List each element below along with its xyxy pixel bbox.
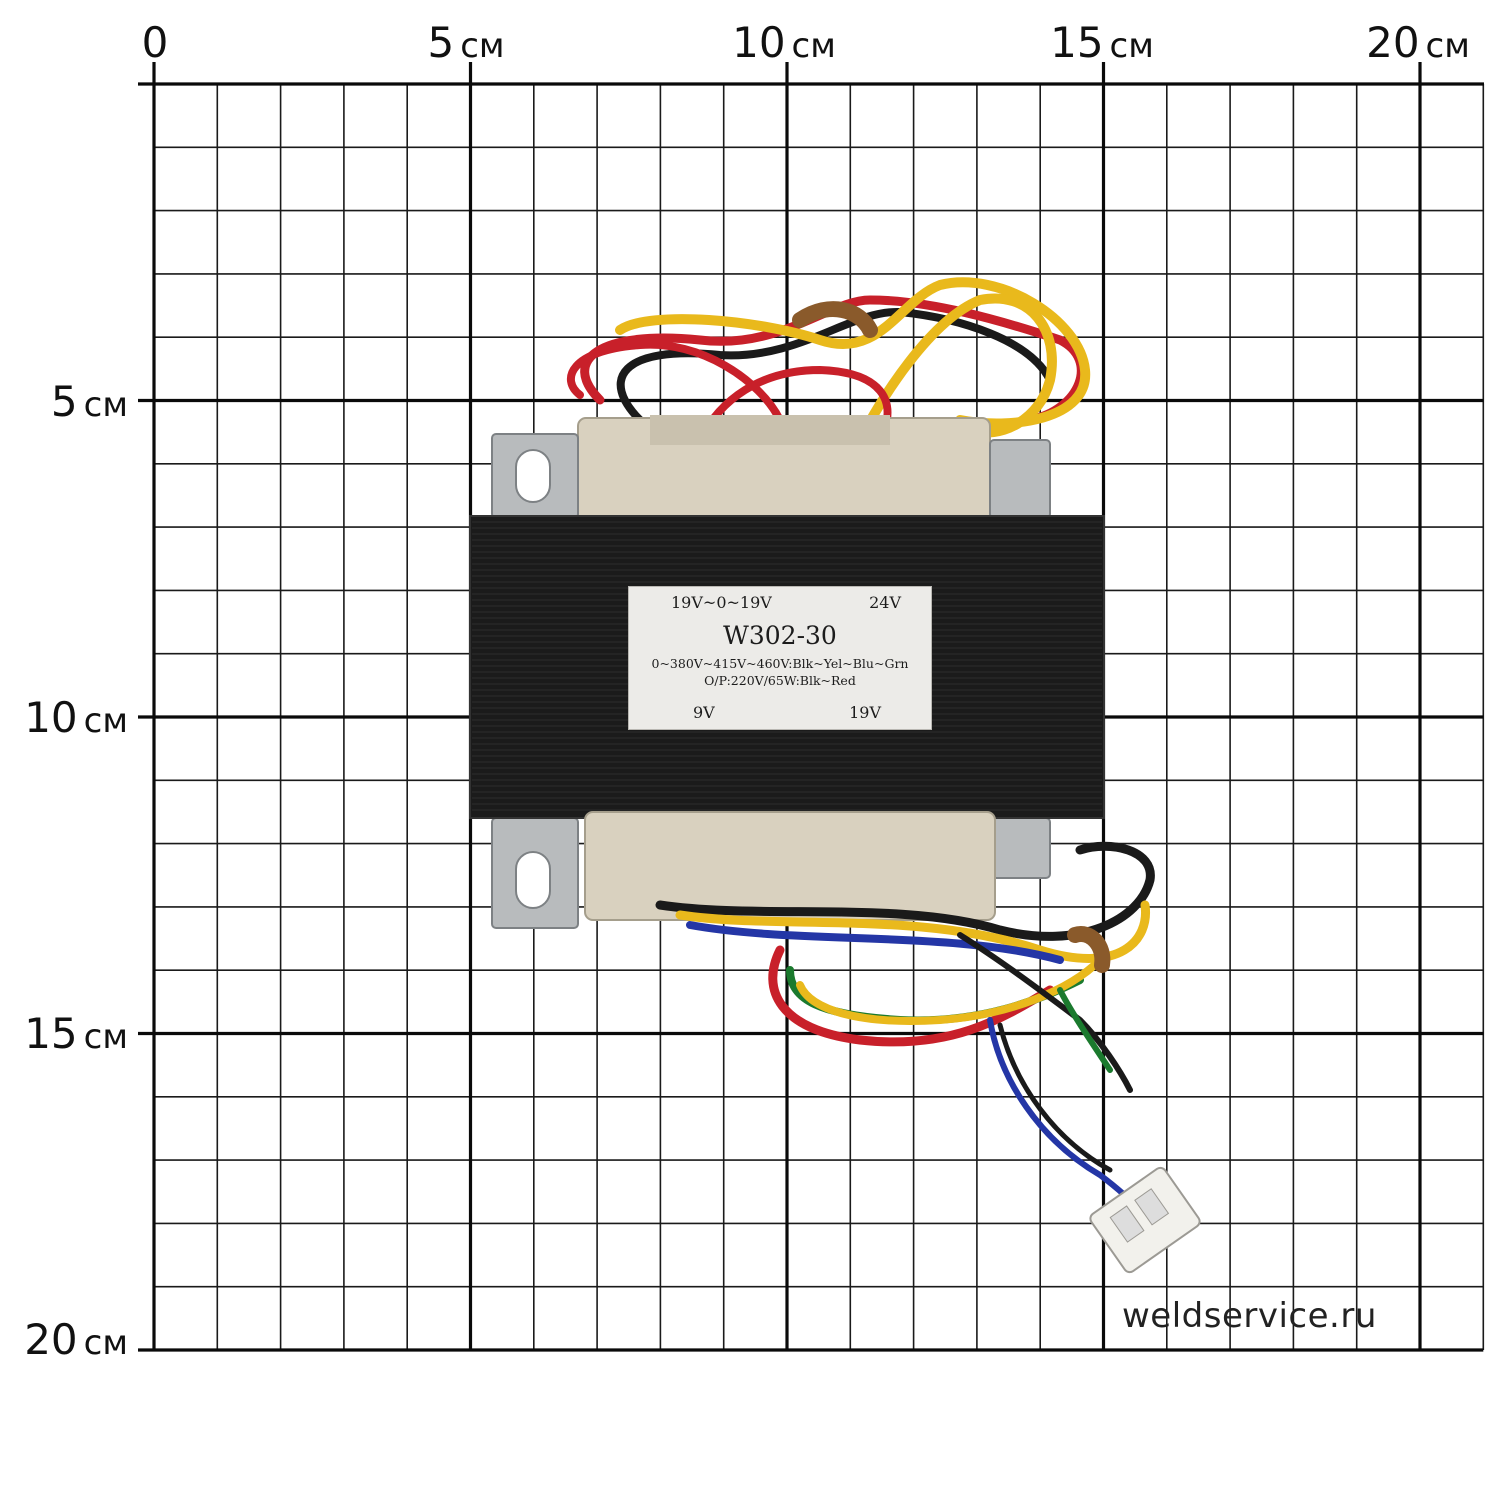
top-wire-bundle xyxy=(567,277,1091,445)
ruler-unit: см xyxy=(460,26,505,66)
ruler-unit: см xyxy=(83,1017,128,1057)
ruler-top-0-value: 0 xyxy=(141,18,169,67)
lower-bobbin xyxy=(584,811,996,921)
ruler-unit: см xyxy=(791,26,836,66)
nameplate-output-line: O/P:220V/65W:Blk~Red xyxy=(704,673,856,688)
ruler-unit: см xyxy=(83,1323,128,1363)
transformer-nameplate: 19V~0~19V 24V W302-30 0~380V~415V~460V:B… xyxy=(628,586,932,730)
ruler-left-5-value: 5 xyxy=(50,377,78,426)
wire-connector xyxy=(1089,1166,1201,1274)
ruler-top-5-value: 5 xyxy=(427,18,455,67)
transformer-core xyxy=(469,515,1105,819)
nameplate-bottom-right: 19V xyxy=(849,703,881,722)
ruler-top-0: 0 xyxy=(142,22,169,64)
ruler-left-20-value: 20 xyxy=(24,1315,78,1364)
transformer xyxy=(469,277,1201,1274)
watermark: weldservice.ru xyxy=(1122,1296,1377,1336)
nameplate-model: W302-30 xyxy=(723,621,837,650)
nameplate-bottom-left: 9V xyxy=(693,703,715,722)
ruler-unit: см xyxy=(83,701,128,741)
ruler-left-10-value: 10 xyxy=(24,693,78,742)
ruler-top-10-value: 10 xyxy=(732,18,786,67)
nameplate-top-left: 19V~0~19V xyxy=(671,593,772,612)
ruler-top-20-value: 20 xyxy=(1366,18,1420,67)
ruler-unit: см xyxy=(1425,26,1470,66)
left-bracket xyxy=(491,433,579,929)
right-bracket xyxy=(989,439,1051,879)
bottom-wire-bundle xyxy=(655,841,1155,1213)
nameplate-top-right: 24V xyxy=(869,593,901,612)
ruler-unit: см xyxy=(83,385,128,425)
ruler-unit: см xyxy=(1109,26,1154,66)
nameplate-input-line: 0~380V~415V~460V:Blk~Yel~Blu~Grn xyxy=(651,656,909,671)
ruler-left-15-value: 15 xyxy=(24,1009,78,1058)
ruler-top-15-value: 15 xyxy=(1050,18,1104,67)
